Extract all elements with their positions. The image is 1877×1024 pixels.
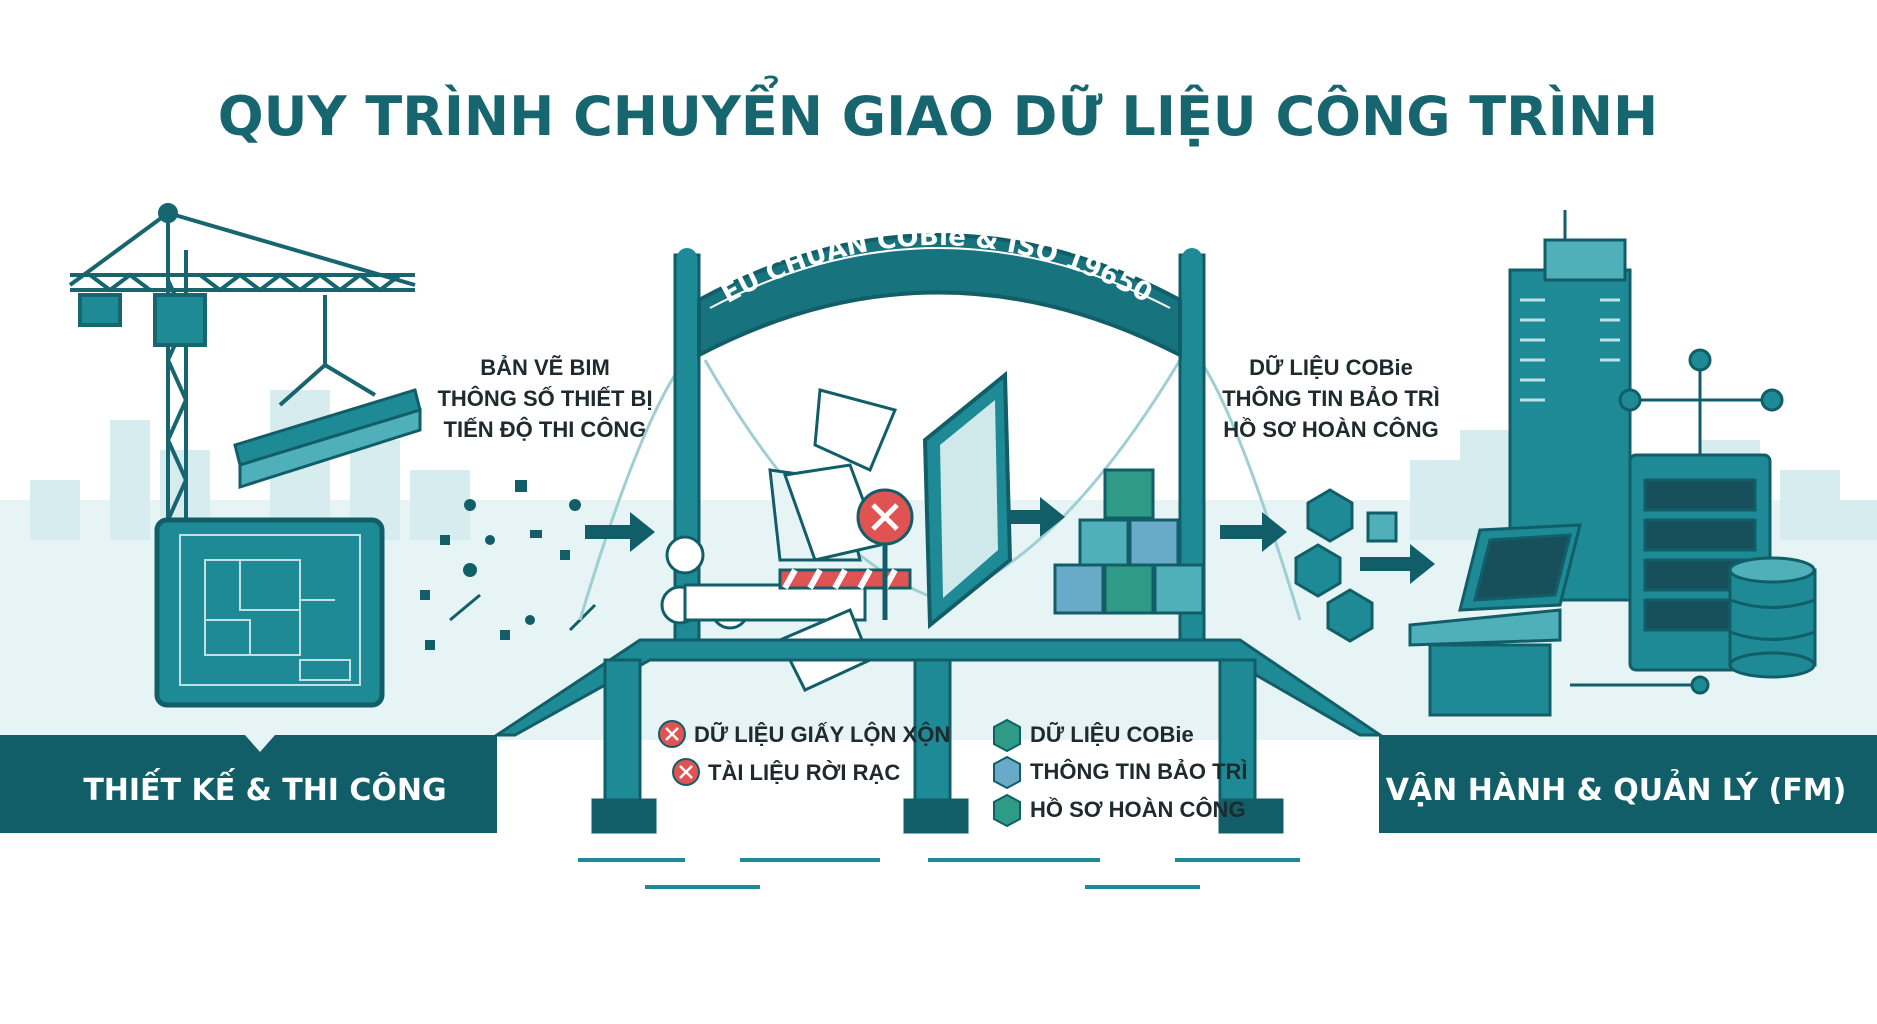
problem-item: DỮ LIỆU GIẤY LỘN XỘN <box>658 720 950 748</box>
arrow-right-icon <box>1220 512 1287 552</box>
solution-label: THÔNG TIN BẢO TRÌ <box>1030 759 1248 784</box>
solution-label: DỮ LIỆU COBie <box>1030 722 1194 747</box>
output-data-list: DỮ LIỆU COBie THÔNG TIN BẢO TRÌ HỒ SƠ HO… <box>1222 355 1440 442</box>
bridge-deck <box>492 638 1385 834</box>
problem-label: DỮ LIỆU GIẤY LỘN XỘN <box>694 722 950 747</box>
solution-item: DỮ LIỆU COBie <box>993 718 1194 753</box>
stage-label-left: THIẾT KẾ & THI CÔNG <box>83 768 446 808</box>
cube-icon <box>993 793 1021 828</box>
input-data-list: BẢN VẼ BIM THÔNG SỐ THIẾT BỊ TIẾN ĐỘ THI… <box>437 355 652 442</box>
solution-label: HỒ SƠ HOÀN CÔNG <box>1030 797 1246 822</box>
water-lines <box>578 858 1300 889</box>
arrow-right-icon <box>1360 544 1435 584</box>
problem-item: TÀI LIỆU RỜI RẠC <box>672 758 900 786</box>
data-filter-screen-icon <box>922 370 1013 630</box>
stage-operation-fm: VẬN HÀNH & QUẢN LÝ (FM) <box>1379 735 1877 833</box>
problem-list: DỮ LIỆU GIẤY LỘN XỘN TÀI LIỆU RỜI RẠC <box>658 720 950 786</box>
maintenance-icons <box>1294 488 1398 643</box>
output-item: DỮ LIỆU COBie <box>1249 355 1413 380</box>
cobie-data-cubes-icon <box>1053 468 1205 615</box>
output-item: THÔNG TIN BẢO TRÌ <box>1222 386 1440 411</box>
laptop-icon <box>1408 523 1582 717</box>
paper-documents-icon <box>660 388 898 692</box>
arrow-right-icon <box>978 497 1065 537</box>
database-icon <box>1728 556 1817 679</box>
flow-arrows <box>585 497 1435 584</box>
input-item: BẢN VẼ BIM <box>480 355 610 380</box>
steel-beam-icon <box>233 388 422 490</box>
stage-design-construction: THIẾT KẾ & THI CÔNG <box>0 735 497 833</box>
lightbulb-icon <box>1326 588 1374 643</box>
problem-label: TÀI LIỆU RỜI RẠC <box>708 760 900 785</box>
blueprint-icon <box>154 517 385 708</box>
scattered-data-icon <box>420 480 597 650</box>
tools-icon <box>1294 543 1342 598</box>
cube-icon <box>993 755 1021 790</box>
solution-item: HỒ SƠ HOÀN CÔNG <box>993 793 1246 828</box>
blocked-barrier-icon <box>778 488 914 620</box>
input-item: THÔNG SỐ THIẾT BỊ <box>437 385 652 411</box>
stage-label-right: VẬN HÀNH & QUẢN LÝ (FM) <box>1386 769 1847 808</box>
input-item: TIẾN ĐỘ THI CÔNG <box>444 417 647 442</box>
output-item: HỒ SƠ HOÀN CÔNG <box>1223 417 1439 442</box>
solution-item: THÔNG TIN BẢO TRÌ <box>993 755 1248 790</box>
arrow-right-icon <box>585 512 655 552</box>
solution-list: DỮ LIỆU COBie THÔNG TIN BẢO TRÌ HỒ SƠ HO… <box>993 718 1248 828</box>
crane-illustration <box>68 203 416 530</box>
page-title: QUY TRÌNH CHUYỂN GIAO DỮ LIỆU CÔNG TRÌNH <box>218 76 1658 148</box>
wrench-icon <box>1306 488 1354 543</box>
cube-icon <box>993 718 1021 753</box>
